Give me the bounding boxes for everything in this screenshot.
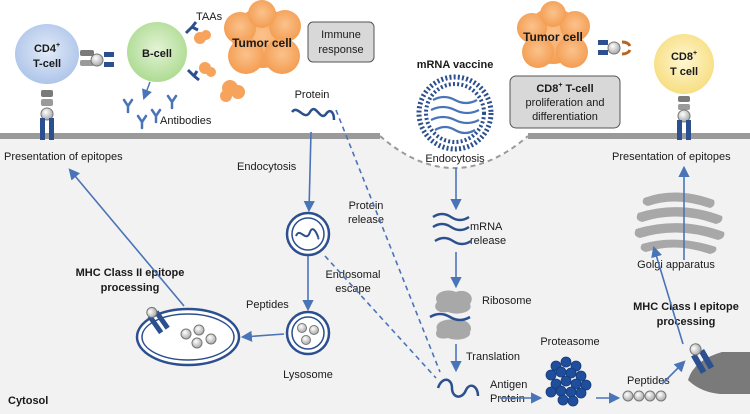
endosome-icon <box>285 211 331 257</box>
lysosome-label: Lysosome <box>283 369 333 381</box>
immune-response-box: Immune response <box>307 21 375 63</box>
tumor-cell-left-label: Tumor cell <box>232 36 292 50</box>
endocytosis-center-label: Endocytosis <box>425 153 485 165</box>
mrna-vaccine-label: mRNA vaccine <box>417 59 494 71</box>
cd8-proliferation-box: CD8+ T-cell proliferation and differenti… <box>509 75 621 129</box>
taa-antigens <box>194 30 245 102</box>
er-icon <box>688 352 750 394</box>
ribosome-label: Ribosome <box>482 295 532 307</box>
b-cell-to-antibodies-arrow <box>142 81 152 100</box>
cd4-receptor <box>80 50 114 67</box>
tumor-cell-left <box>224 0 301 74</box>
peptides-left-label: Peptides <box>246 299 289 311</box>
cytosol-label: Cytosol <box>8 395 48 407</box>
cd4-membrane-mhc <box>40 90 54 140</box>
presentation-left-label: Presentation of epitopes <box>4 151 123 163</box>
proteasome-icon <box>545 356 592 407</box>
peptide-chain-icon <box>622 390 667 402</box>
er-mhc1 <box>689 343 715 374</box>
svg-text:CD8+: CD8+ <box>671 50 697 63</box>
endocytosis-left-label: Endocytosis <box>237 161 297 173</box>
svg-text:proliferation and: proliferation and <box>526 97 605 109</box>
tumor-cell-right-label: Tumor cell <box>523 30 583 44</box>
b-cell-receptors <box>184 21 200 82</box>
mhc-i-tcr-complex <box>598 40 632 56</box>
protein-label: Protein <box>295 89 330 101</box>
tumor-cell-right <box>517 1 590 68</box>
antigen-protein-icon <box>436 378 480 398</box>
taas-label: TAAs <box>196 11 223 23</box>
svg-text:T cell: T cell <box>670 66 698 78</box>
cd8-t-cell: CD8+ T cell <box>654 34 714 94</box>
svg-text:CD8+ T-cell: CD8+ T-cell <box>536 82 593 95</box>
svg-text:Immune: Immune <box>321 29 361 41</box>
svg-text:T-cell: T-cell <box>33 58 61 70</box>
ribosome-icon <box>429 290 472 340</box>
antibodies-label: Antibodies <box>160 115 212 127</box>
svg-text:response: response <box>318 44 363 56</box>
mrna-strands <box>432 212 472 246</box>
membrane-invagination <box>379 135 529 169</box>
proteasome-label: Proteasome <box>540 336 599 348</box>
pathway-arrows <box>68 109 690 404</box>
protein-icon <box>291 107 336 121</box>
golgi-icon <box>634 192 725 254</box>
antibodies-icon <box>122 94 178 130</box>
golgi-label: Golgi apparatus <box>637 259 715 271</box>
cd4-t-cell: CD4+ T-cell <box>15 24 79 84</box>
svg-text:B-cell: B-cell <box>142 48 172 60</box>
lipid-nanoparticle <box>416 74 494 152</box>
svg-text:differentiation: differentiation <box>532 111 598 123</box>
mhc2-vesicle <box>135 306 241 367</box>
lysosome-icon <box>285 310 331 356</box>
cd8-membrane-mhc <box>677 96 691 140</box>
presentation-right-label: Presentation of epitopes <box>612 151 731 163</box>
svg-text:CD4+: CD4+ <box>34 42 60 55</box>
peptides-right-label: Peptides <box>627 375 670 387</box>
b-cell: B-cell <box>127 22 187 82</box>
translation-label: Translation <box>466 351 520 363</box>
